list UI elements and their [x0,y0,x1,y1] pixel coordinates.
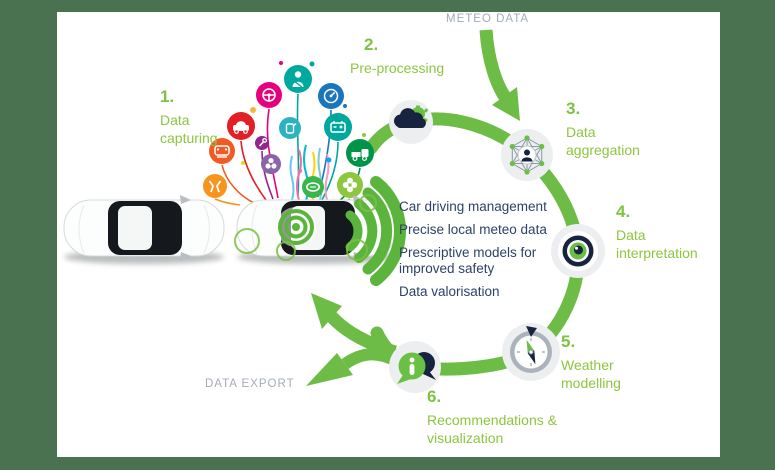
recommendations-node [389,341,441,393]
step-6-recommendations: 6. Recommendations & visualization [427,388,579,448]
step-1-label: Data capturing [160,112,218,146]
step-5-label: Weather modelling [561,357,621,391]
step-4-number: 4. [616,202,631,221]
tow-truck-icon [346,139,374,167]
aggregation-node [501,129,553,181]
meteo-data-label: METEO DATA [446,13,530,25]
preprocessing-node [389,100,433,144]
step-3-label: Data aggregation [566,124,640,158]
car-plain [64,195,224,264]
step-6-label: Recommendations & visualization [427,412,557,446]
step-1-data-capturing: 1. Data capturing [160,88,242,148]
compass-icon [510,326,552,373]
step-4-data-interpretation: 4. Data interpretation [616,203,720,263]
info-chat-icon [397,352,436,384]
step-6-number: 6. [427,387,442,406]
eye-icon [558,231,598,271]
step-4-label: Data interpretation [616,227,698,261]
sensor-icons-cluster [203,65,374,198]
car-icon [227,112,255,140]
interpretation-node [551,224,605,278]
export-arrow [306,348,401,386]
step-3-data-aggregation: 3. Data aggregation [566,100,658,160]
cloud-gear-icon [393,105,429,128]
target-rings-icon [276,207,316,247]
sensor-rings [234,194,377,261]
modelling-node [502,323,560,381]
step-2-pre-processing: 2. Pre-processing [350,36,472,78]
car-rear-icon [209,138,235,164]
steering-wheel-icon [256,82,282,108]
speed-gauge-icon [318,83,344,109]
benefit-item: Car driving management [399,199,547,214]
fluid-jug-icon [279,117,301,139]
step-2-number: 2. [364,35,379,54]
benefit-item: Data valorisation [399,283,500,299]
sensor-dots [241,61,366,173]
data-export-label: DATA EXPORT [205,378,295,390]
wrench-icon [255,136,269,150]
battery-icon [324,113,352,141]
small-fan-icon [261,154,281,174]
suspension-legs-icon [203,174,227,198]
step-5-number: 5. [561,332,576,351]
fan-icon [337,172,363,198]
step-3-number: 3. [566,99,581,118]
meteo-arrow [479,29,520,121]
step-1-number: 1. [160,87,175,106]
benefit-item: Prescriptive models for improved safety [399,244,537,276]
benefit-item: Precise local meteo data [399,221,547,237]
benefits-list: Car driving management Precise local met… [399,199,585,307]
step-2-label: Pre-processing [350,60,445,76]
network-user-icon [509,135,545,175]
step-5-weather-modelling: 5. Weather modelling [561,333,645,393]
tire-icon [302,176,324,198]
feedback-arrow [311,293,397,359]
seatbelt-person-icon [284,65,312,93]
